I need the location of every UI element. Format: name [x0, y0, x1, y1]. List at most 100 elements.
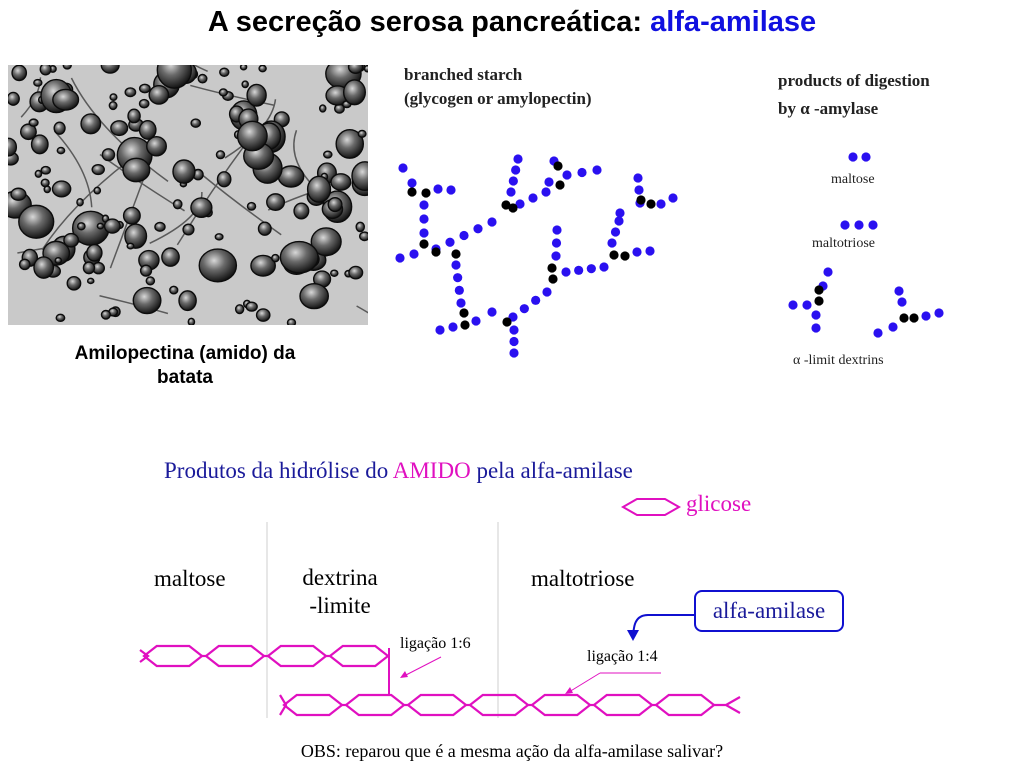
starch-granule — [154, 221, 166, 232]
glucose-unit — [541, 187, 551, 197]
starch-granule — [100, 65, 120, 74]
glucose-unit — [823, 267, 833, 277]
alpha-amylase-arrow-head — [627, 630, 639, 641]
glucose-unit — [511, 165, 521, 175]
glucose-unit — [632, 247, 642, 257]
glucose-hexagon — [266, 644, 328, 668]
glucose-unit — [854, 220, 864, 230]
branch-point-unit — [451, 249, 461, 259]
glucose-hexagon — [282, 693, 344, 717]
glucose-unit — [562, 170, 572, 180]
starch-granule — [161, 247, 180, 267]
glucose-unit — [456, 298, 466, 308]
glucose-unit — [848, 152, 858, 162]
glucose-unit — [615, 208, 625, 218]
glucose-legend-icon — [620, 498, 682, 516]
glucose-unit — [599, 262, 609, 272]
starch-granule — [266, 193, 286, 212]
branch-point-unit — [814, 285, 824, 295]
glucose-unit — [873, 328, 883, 338]
glucose-unit — [473, 224, 483, 234]
glucose-hexagon — [468, 693, 530, 717]
bond-1-6-pointer-head — [400, 671, 408, 678]
starch-granule — [197, 73, 208, 84]
starch-granule — [127, 108, 141, 124]
glucose-unit — [634, 185, 644, 195]
glucose-unit — [407, 178, 417, 188]
glucose-unit — [921, 311, 931, 321]
glucose-unit — [645, 246, 655, 256]
glucose-unit — [509, 325, 519, 335]
starch-granule — [190, 197, 213, 218]
glucose-unit — [433, 184, 443, 194]
starch-granule — [342, 79, 366, 106]
starch-granule — [138, 119, 157, 140]
glucose-unit — [419, 200, 429, 210]
starch-granule — [215, 150, 226, 160]
starch-granule — [55, 313, 66, 323]
starch-granule — [54, 256, 63, 264]
starch-granule — [10, 187, 27, 201]
starch-label-line-1: branched starch — [404, 65, 523, 84]
branch-point-unit — [609, 250, 619, 260]
glucose-hexagon — [344, 693, 406, 717]
starch-granule — [53, 121, 66, 135]
starch-granule — [293, 202, 310, 220]
branch-point-unit — [899, 313, 909, 323]
glucose-unit — [897, 297, 907, 307]
product-limit-dextrins-label: α -limit dextrins — [793, 353, 884, 368]
starch-granule — [178, 290, 197, 312]
glucose-unit — [528, 193, 538, 203]
starch-granule — [355, 221, 366, 233]
glucose-unit — [802, 300, 812, 310]
starch-granule — [330, 173, 352, 191]
branch-point-unit — [555, 180, 565, 190]
starch-granule — [109, 93, 118, 102]
starch-granule — [351, 161, 368, 191]
starch-granule — [234, 304, 245, 315]
starch-granule — [255, 308, 271, 322]
hydrolysis-title-post: pela alfa-amilase — [476, 458, 633, 483]
title-main: A secreção serosa pancreática: — [207, 6, 643, 38]
chain-start-end — [139, 649, 150, 663]
starch-granule — [250, 254, 276, 277]
starch-granule — [169, 285, 179, 295]
observation-note: OBS: reparou que é a mesma ação da alfa-… — [300, 741, 724, 761]
starch-granule — [86, 243, 103, 262]
glucose-unit — [542, 287, 552, 297]
glucose-unit — [668, 193, 678, 203]
starch-granule — [357, 129, 367, 138]
branch-point-unit — [419, 239, 429, 249]
starch-granule — [126, 242, 135, 250]
glucose-unit — [515, 199, 525, 209]
glucose-hexagon — [328, 644, 390, 668]
cell-wall-line — [149, 191, 203, 245]
alpha-amylase-arrow — [632, 614, 694, 635]
starch-granule — [132, 286, 162, 315]
bond-1-6-label: ligação 1:6 — [400, 635, 471, 652]
starch-granule — [146, 135, 167, 157]
product-maltotriose-label: maltotriose — [812, 236, 875, 251]
starch-granule — [335, 129, 365, 159]
hydrolysis-title: Produtos da hidrólise do AMIDO pela alfa… — [164, 458, 633, 484]
starch-granule — [18, 204, 55, 239]
branch-point-unit — [547, 263, 557, 273]
starch-granule — [306, 175, 332, 203]
glucose-hexagon — [592, 693, 654, 717]
starch-granule — [246, 201, 257, 211]
starch-granule — [108, 101, 118, 111]
cell-wall-line — [293, 130, 311, 183]
chain-open-end — [714, 696, 741, 714]
starch-granule — [91, 163, 105, 176]
glucose-unit — [448, 322, 458, 332]
starch-granule — [39, 65, 52, 76]
bond-1-4-pointer-diag — [568, 672, 601, 693]
starch-granule — [28, 118, 39, 127]
limit-dextrin-label: dextrina -limite — [280, 564, 400, 620]
glucose-unit — [811, 310, 821, 320]
starch-granule — [214, 233, 224, 241]
glucose-unit — [453, 273, 463, 283]
hydrolysis-title-highlight: AMIDO — [392, 458, 471, 483]
starch-granule — [327, 196, 343, 213]
glucose-unit — [552, 225, 562, 235]
